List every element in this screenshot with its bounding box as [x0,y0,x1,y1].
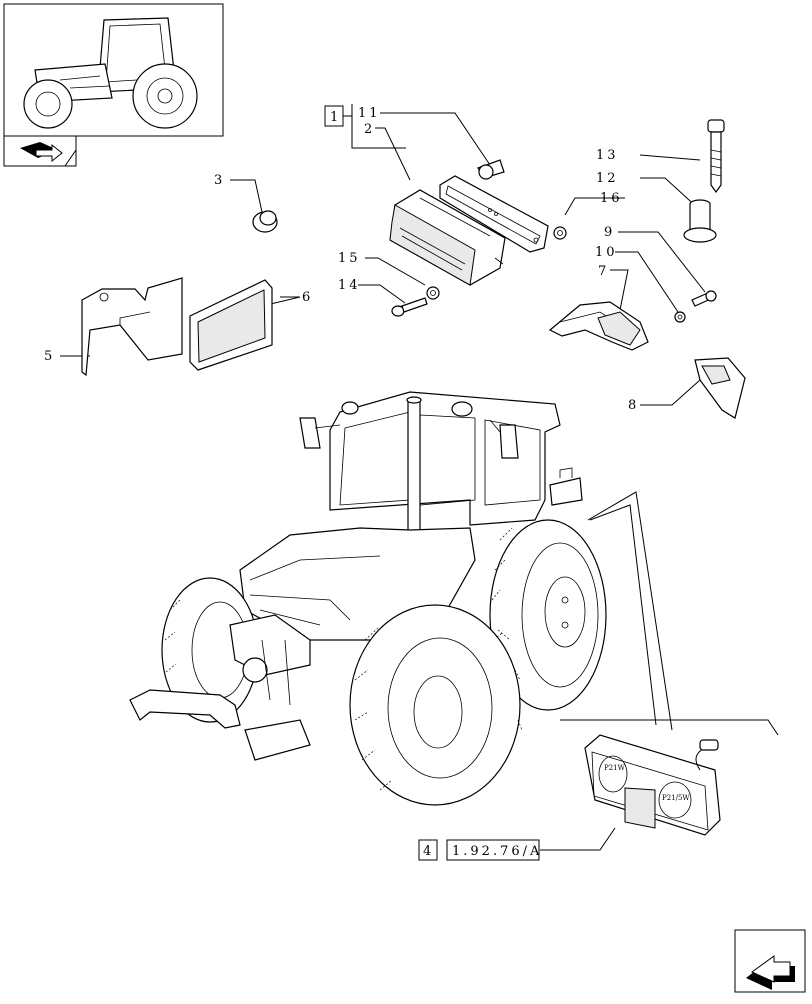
callout-2: 2 [364,122,375,137]
part-2-bracket [439,175,549,253]
callout-16: 16 [600,191,623,206]
part-16-nut [553,226,567,240]
callout-9: 9 [604,225,615,240]
lamp-label-right: P21/5W [662,794,690,802]
lamp-label-left: P21W [604,764,626,772]
callout-10: 10 [595,245,618,260]
reference-box-number: 4 [423,844,434,859]
callout-7: 7 [598,264,609,279]
part-3-grommet [252,210,278,233]
part-1-side-lamp [389,189,506,286]
part-13-bolt [707,119,725,194]
next-page-arrow-icon[interactable] [734,929,806,993]
callout-8: 8 [628,398,639,413]
callout-12: 12 [596,171,619,186]
leader-lines [60,112,779,851]
part-8-cover [694,357,746,419]
part-10-washer [674,311,686,323]
callout-labels: 1 11 2 3 13 12 16 9 15 10 7 14 6 5 8 [44,106,639,413]
thumbnail-panel[interactable] [3,3,224,167]
lamp-detail [584,734,721,836]
callout-3: 3 [214,173,225,188]
part-7-lamp [548,301,649,351]
tractor-illustration [129,391,607,806]
callout-14: 14 [338,278,361,293]
callout-13: 13 [596,148,619,163]
callout-15: 15 [338,251,361,266]
book-arrow-icon [20,142,63,163]
part-14-screw [391,297,428,317]
tractor-thumbnail-icon [23,17,198,129]
part-12-spacer [683,199,717,243]
callout-1: 1 [330,110,341,125]
reference-link[interactable]: 4 1.92.76/A [418,839,542,861]
part-9-screw [691,290,717,307]
callout-11: 11 [358,106,381,121]
callout-5: 5 [44,349,55,364]
part-15-washer [426,286,440,300]
part-5-bracket [81,277,183,377]
reference-code[interactable]: 1.92.76/A [452,844,542,859]
part-6-reflector [189,279,273,371]
part-11-screw [477,159,505,180]
callout-6: 6 [302,290,313,305]
